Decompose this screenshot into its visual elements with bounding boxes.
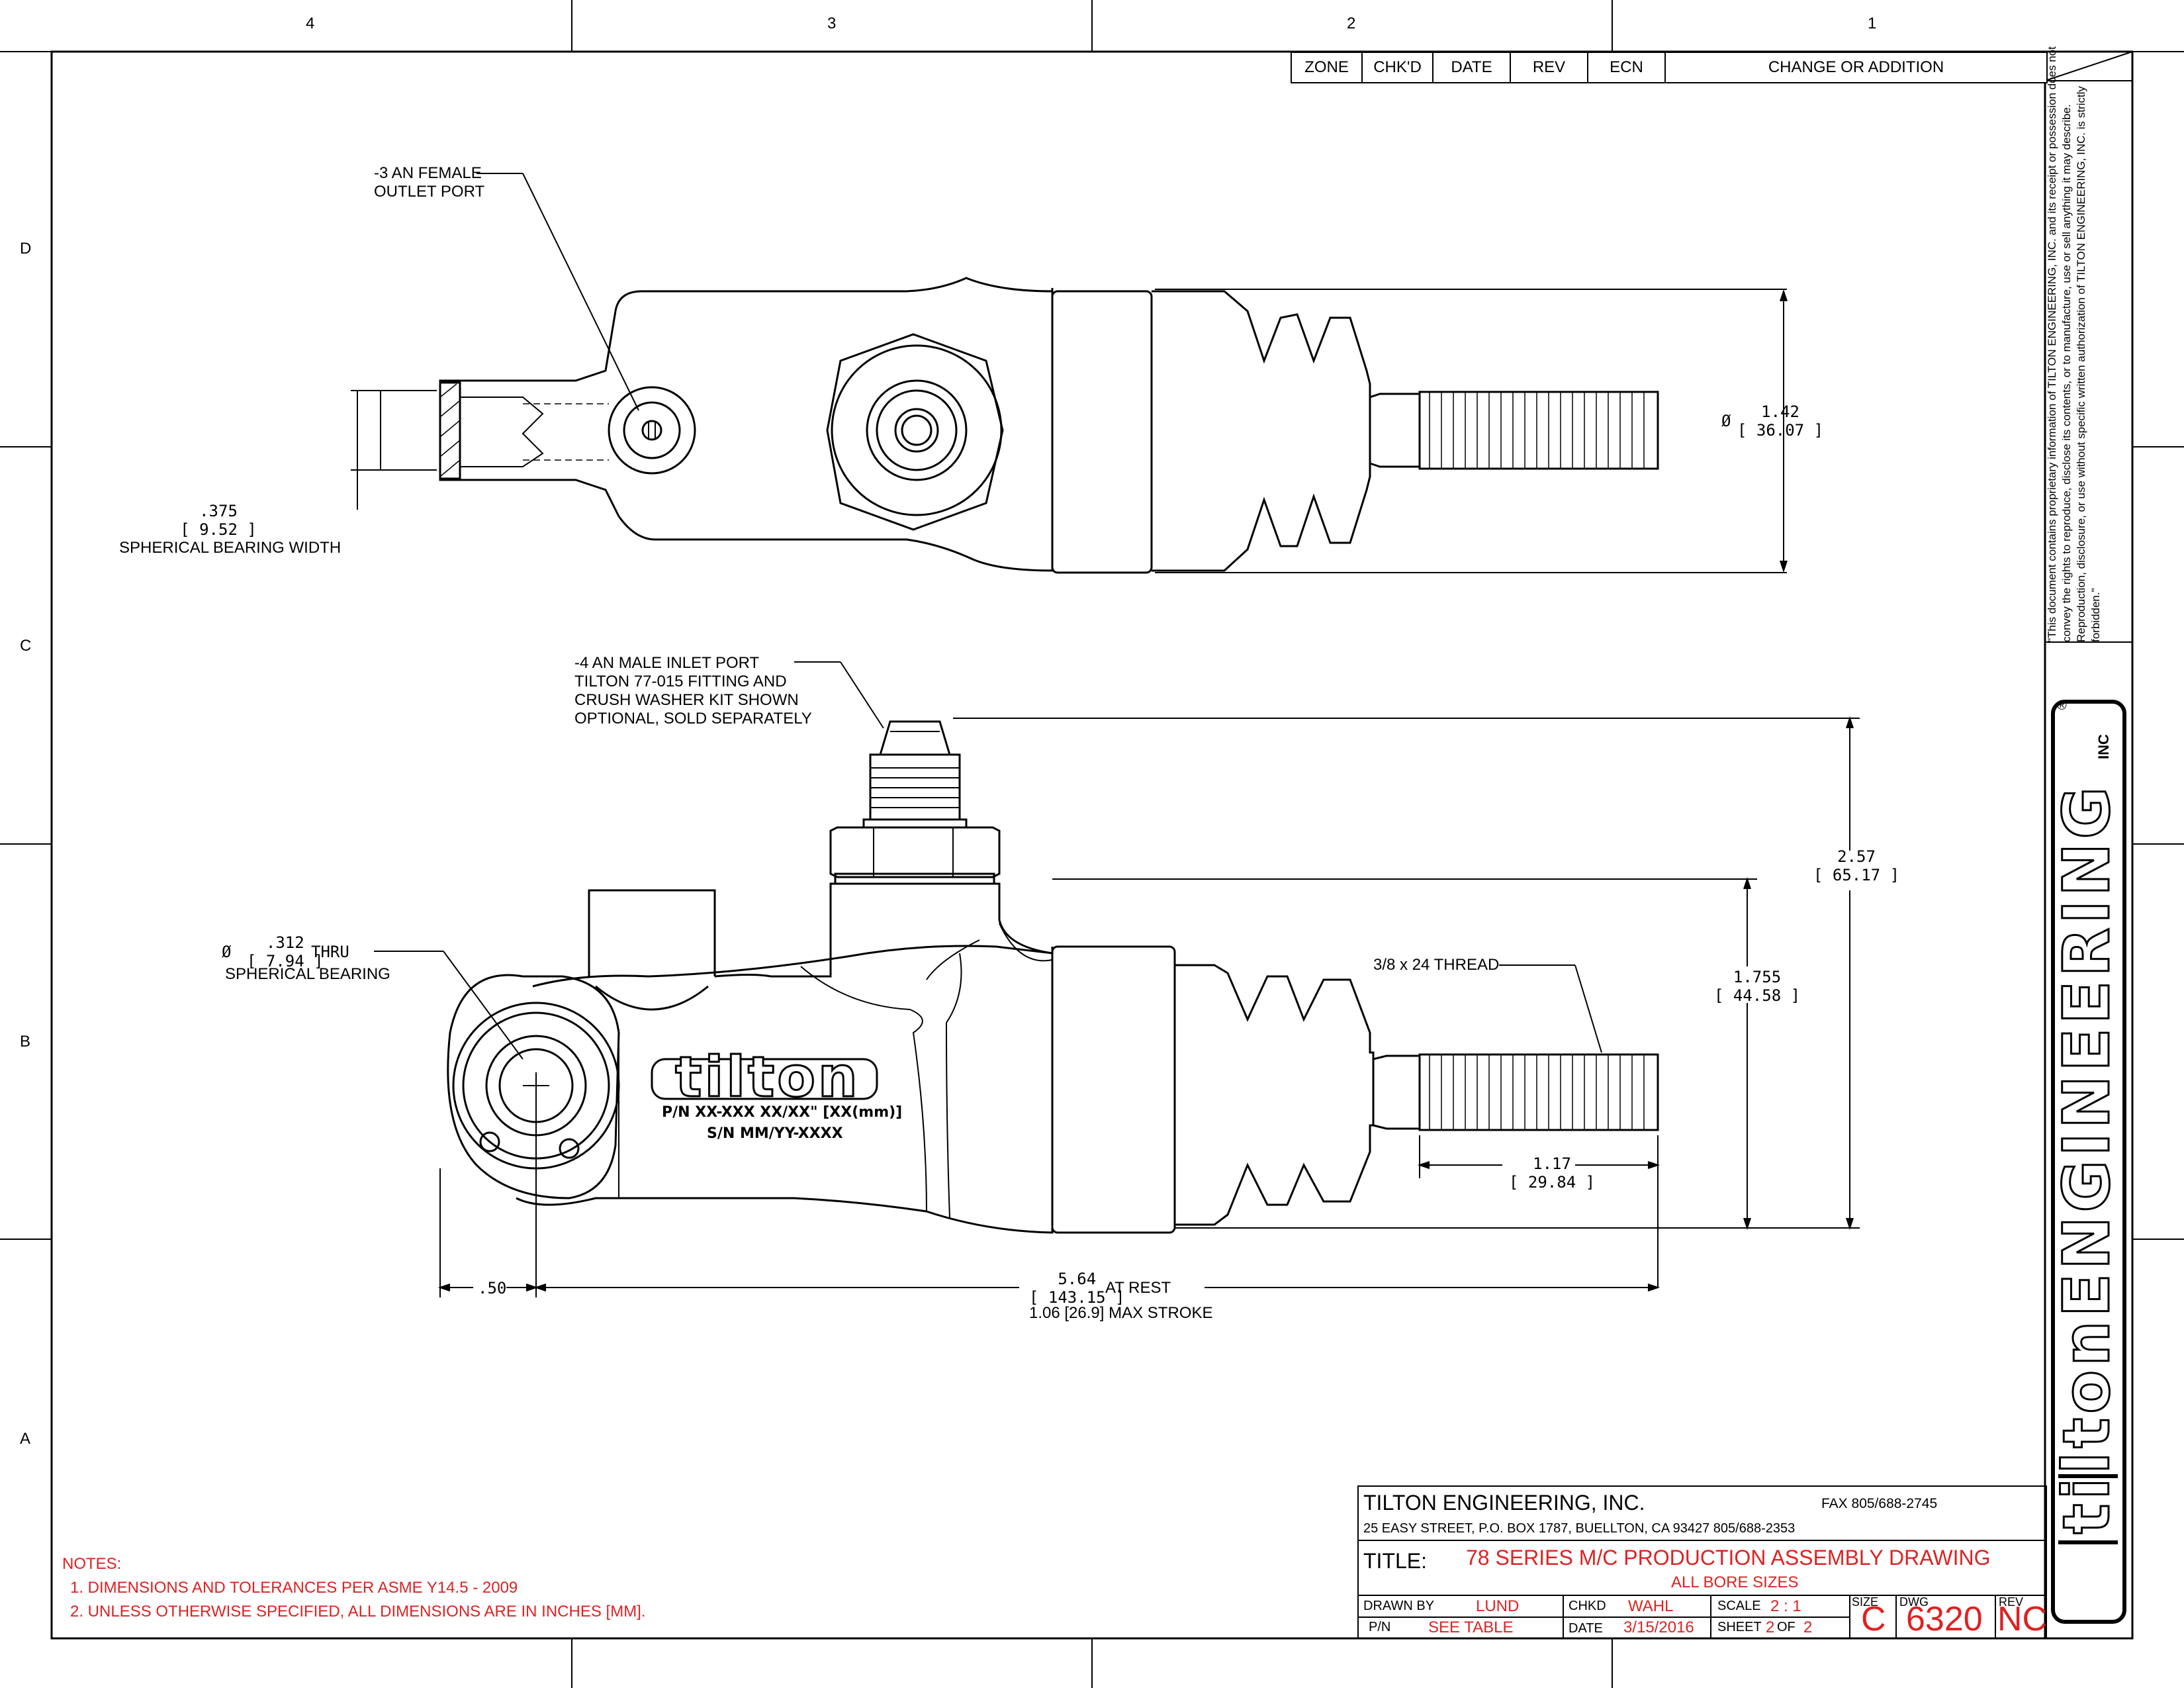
boot-diameter-dimension: Ø 1.42 [ 36.07 ] bbox=[1721, 402, 1824, 440]
dim-mm: [ 36.07 ] bbox=[1737, 421, 1824, 440]
dim-value: 2.57 bbox=[1837, 847, 1876, 866]
bearing-width-dimension: .375 [ 9.52 ] SPHERICAL BEARING WIDTH bbox=[119, 502, 341, 557]
max-stroke-note: 1.06 [26.9] MAX STROKE bbox=[1029, 1304, 1213, 1322]
sheet-number: 2 bbox=[1766, 1618, 1775, 1636]
callout-line: OUTLET PORT bbox=[374, 183, 485, 201]
strip-logo-inc: INC bbox=[2095, 734, 2112, 759]
body-logo-graphic bbox=[651, 1058, 878, 1100]
tilton-engineering-strip-logo bbox=[2051, 700, 2126, 1624]
callout-line: -4 AN MALE INLET PORT bbox=[574, 654, 760, 672]
registered-mark: ® bbox=[2057, 698, 2067, 713]
dim-mm: [ 9.52 ] bbox=[180, 520, 257, 539]
revision-block: ZONE CHK'D DATE REV ECN CHANGE OR ADDITI… bbox=[1291, 52, 2048, 83]
dim-mm: [ 143.15 ] bbox=[1029, 1288, 1125, 1307]
dim-mm: [ 44.58 ] bbox=[1714, 986, 1801, 1005]
dim-value: 1.17 bbox=[1533, 1154, 1571, 1173]
note-item: 1. DIMENSIONS AND TOLERANCES PER ASME Y1… bbox=[70, 1579, 518, 1597]
callout-line: OPTIONAL, SOLD SEPARATELY bbox=[574, 710, 812, 727]
rev-col-zone: ZONE bbox=[1292, 53, 1363, 82]
side-view bbox=[374, 661, 1860, 1297]
serial-number-engraving: S/N MM/YY-XXXX bbox=[707, 1125, 843, 1142]
drawing-size: C bbox=[1861, 1600, 1886, 1638]
part-number-engraving: P/N XX-XXX XX/XX" [XX(mm)] bbox=[662, 1104, 903, 1121]
dim-suffix: THRU bbox=[311, 943, 349, 961]
dim-mm: [ 65.17 ] bbox=[1813, 866, 1900, 884]
rev-col-chkd: CHK'D bbox=[1363, 53, 1433, 82]
size-label: SIZE bbox=[1852, 1595, 1879, 1609]
strip-logo-text: tiltonENGINEERING bbox=[2050, 782, 2123, 1535]
zone-col-1: 1 bbox=[1868, 15, 1877, 32]
zone-col-3: 3 bbox=[827, 15, 837, 32]
inlet-port-callout: -4 AN MALE INLET PORT TILTON 77-015 FITT… bbox=[574, 654, 812, 728]
dim-value: 5.64 bbox=[1058, 1270, 1097, 1288]
checked-by: WAHL bbox=[1628, 1597, 1674, 1615]
rev-label: REV bbox=[1999, 1595, 2024, 1609]
dim-label: SPHERICAL BEARING bbox=[225, 965, 390, 983]
callout-line: -3 AN FEMALE bbox=[374, 164, 482, 182]
dim-mm: [ 7.94 ] bbox=[247, 952, 324, 970]
rod-length-dimension: 1.17 [ 29.84 ] bbox=[1509, 1154, 1595, 1192]
zone-row-c: C bbox=[20, 637, 32, 655]
zone-row-a: A bbox=[20, 1430, 31, 1448]
dim-value: .312 bbox=[265, 933, 304, 952]
company-fax: FAX 805/688-2745 bbox=[1821, 1496, 1938, 1511]
sheet-label: SHEET bbox=[1717, 1620, 1762, 1634]
callout-line: CRUSH WASHER KIT SHOWN bbox=[574, 691, 799, 709]
callout-line: TILTON 77-015 FITTING AND bbox=[574, 673, 787, 690]
sheet-total: 2 bbox=[1803, 1618, 1813, 1636]
length-suffix: AT REST bbox=[1105, 1279, 1171, 1297]
scale-label: SCALE bbox=[1717, 1599, 1761, 1613]
notes-block: NOTES: 1. DIMENSIONS AND TOLERANCES PER … bbox=[62, 1552, 646, 1624]
dim-label: SPHERICAL BEARING WIDTH bbox=[119, 539, 341, 557]
dim-value: 1.755 bbox=[1733, 968, 1782, 986]
rev-col-ecn: ECN bbox=[1588, 53, 1666, 82]
top-view bbox=[351, 173, 1788, 574]
overall-height-dimension: 2.57 [ 65.17 ] bbox=[1813, 847, 1899, 884]
body-logo: tilton bbox=[674, 1045, 860, 1109]
dim-value: .375 bbox=[199, 502, 238, 520]
rev-col-rev: REV bbox=[1511, 53, 1588, 82]
rev-col-change: CHANGE OR ADDITION bbox=[1768, 58, 1944, 76]
rev-col-date: DATE bbox=[1433, 53, 1511, 82]
drawn-by: LUND bbox=[1476, 1597, 1520, 1615]
diameter-symbol: Ø bbox=[222, 943, 232, 961]
dwg-label: DWG bbox=[1899, 1595, 1929, 1609]
notes-heading: NOTES: bbox=[62, 1555, 122, 1573]
chkd-label: CHKD bbox=[1569, 1599, 1606, 1613]
dim-value: 1.42 bbox=[1761, 402, 1799, 421]
drawing-revision: NC bbox=[1997, 1600, 2048, 1638]
bore-height-dimension: 1.755 [ 44.58 ] bbox=[1714, 968, 1800, 1005]
diameter-symbol: Ø bbox=[1721, 412, 1731, 430]
outlet-port-callout: -3 AN FEMALE OUTLET PORT bbox=[374, 164, 484, 201]
date-label: DATE bbox=[1569, 1621, 1603, 1636]
zone-col-2: 2 bbox=[1347, 15, 1356, 32]
drawn-by-label: DRAWN BY bbox=[1363, 1599, 1435, 1613]
overall-length-dimension: 5.64 [ 143.15 ] bbox=[1029, 1270, 1125, 1307]
eye-offset-dimension: .50 bbox=[478, 1279, 507, 1297]
note-item: 2. UNLESS OTHERWISE SPECIFIED, ALL DIMEN… bbox=[70, 1603, 646, 1620]
title-label: TITLE: bbox=[1363, 1549, 1428, 1573]
thread-callout: 3/8 x 24 THREAD bbox=[1373, 956, 1500, 974]
drawing-subtitle: ALL BORE SIZES bbox=[1671, 1573, 1799, 1591]
zone-row-d: D bbox=[20, 240, 32, 258]
drawing-number: 6320 bbox=[1906, 1600, 1983, 1638]
zone-col-4: 4 bbox=[306, 15, 315, 32]
company-name: TILTON ENGINEERING, INC. bbox=[1363, 1491, 1645, 1515]
drawing-title: 78 SERIES M/C PRODUCTION ASSEMBLY DRAWIN… bbox=[1466, 1546, 1991, 1570]
drawing-date: 3/15/2016 bbox=[1623, 1618, 1694, 1636]
proprietary-disclaimer: "This document contains proprietary info… bbox=[2046, 46, 2102, 642]
dim-mm: [ 29.84 ] bbox=[1509, 1173, 1596, 1192]
part-number: SEE TABLE bbox=[1428, 1618, 1514, 1636]
company-address: 25 EASY STREET, P.O. BOX 1787, BUELLTON,… bbox=[1363, 1521, 1796, 1536]
zone-row-b: B bbox=[20, 1033, 31, 1051]
of-label: OF bbox=[1777, 1620, 1796, 1634]
pn-label: P/N bbox=[1369, 1620, 1391, 1634]
drawing-scale: 2 : 1 bbox=[1770, 1597, 1801, 1615]
